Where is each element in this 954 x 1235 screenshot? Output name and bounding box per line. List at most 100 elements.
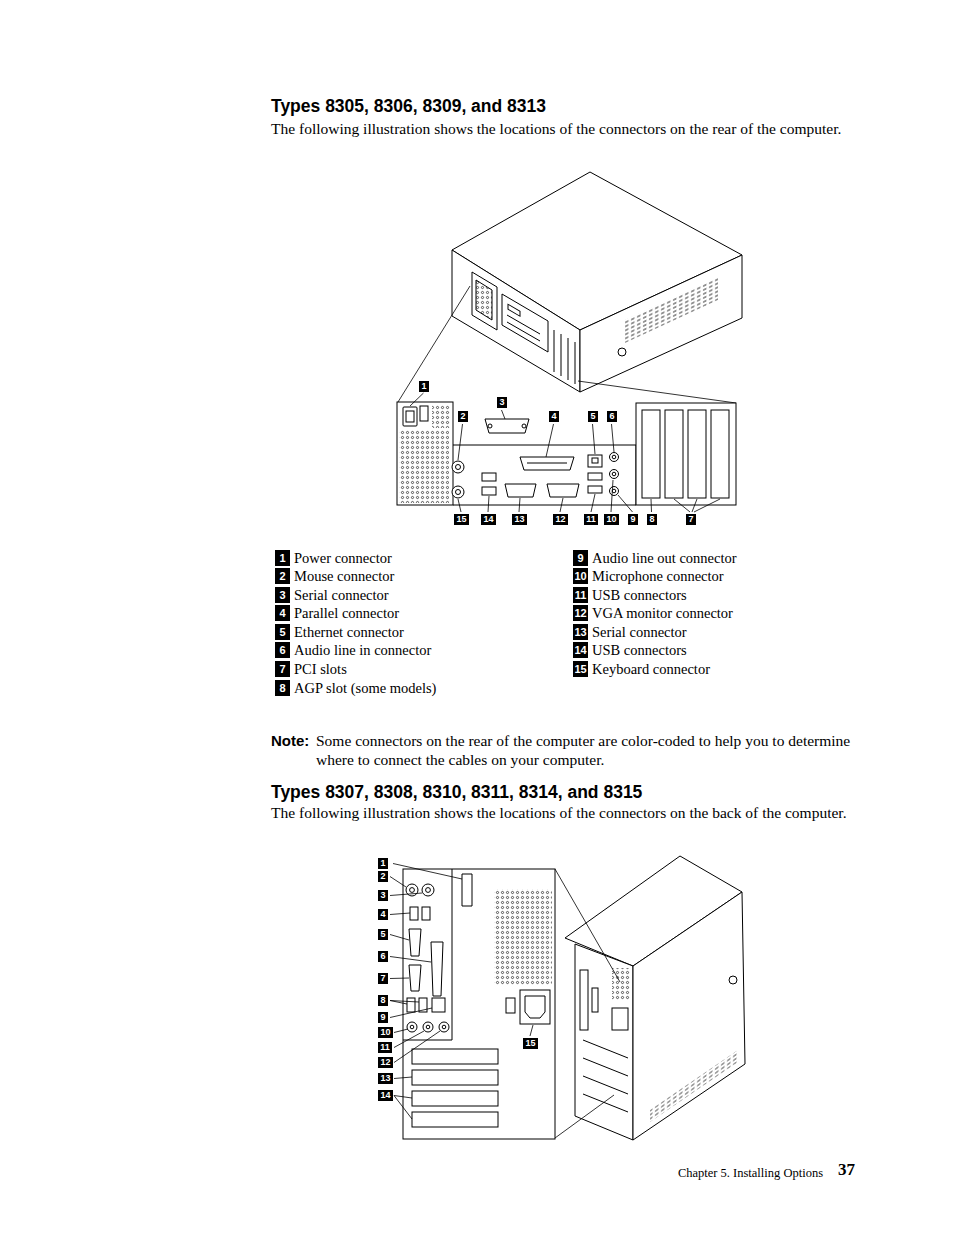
callout-number: 4	[378, 909, 388, 920]
legend-number: 11	[573, 587, 588, 603]
callout-number: 11	[584, 514, 598, 525]
legend-entry: 8AGP slot (some models)	[275, 679, 436, 697]
legend-entry: 5Ethernet connector	[275, 623, 404, 641]
callout-text: 15	[523, 1038, 537, 1049]
desktop-computer	[472, 272, 497, 330]
callout-number: 13	[378, 1073, 393, 1084]
desktop-computer	[452, 172, 742, 392]
tower-computer	[650, 1050, 738, 1122]
callout-number: 11	[378, 1042, 392, 1053]
callout-number: 7	[378, 973, 388, 984]
tower-computer	[583, 1094, 628, 1112]
rear-panel-detail	[410, 907, 418, 920]
legend-entry: 7PCI slots	[275, 660, 347, 678]
page-number: 37	[838, 1160, 868, 1180]
rear-panel-detail	[439, 1022, 449, 1032]
callout-number: 12	[378, 1057, 393, 1068]
rear-panel-detail	[456, 465, 461, 470]
desktop-computer	[618, 348, 626, 356]
rear-panel-detail	[522, 424, 526, 428]
rear-panel-detail	[488, 424, 492, 428]
legend-description: AGP slot (some models)	[294, 679, 436, 697]
callout-number: 8	[378, 995, 388, 1006]
callout-leader	[390, 1001, 419, 1003]
section-heading: Types 8305, 8306, 8309, and 8313	[271, 96, 871, 117]
rear-panel-detail	[525, 996, 545, 1018]
callout-leader	[390, 1008, 432, 1018]
callout-leader	[390, 957, 431, 963]
legend-entry: 12VGA monitor connector	[573, 604, 733, 622]
callout-number: 7	[686, 514, 696, 525]
rear-panel-detail	[505, 484, 536, 497]
desktop-computer	[502, 294, 548, 352]
rear-panel-detail	[432, 998, 445, 1012]
body-paragraph: The following illustration shows the loc…	[271, 803, 855, 822]
callout-leader	[410, 393, 424, 406]
legend-number: 6	[275, 642, 290, 658]
callout-leader	[546, 424, 554, 457]
callout-leader	[519, 498, 520, 512]
callout-text: 3	[497, 397, 506, 408]
rear-panel-detail	[442, 1025, 446, 1029]
legend-description: USB connectors	[592, 586, 687, 604]
callout-text: 3	[378, 890, 387, 901]
callout-text: 10	[604, 514, 618, 525]
callout-text: 2	[378, 871, 387, 882]
rear-panel-detail	[612, 455, 616, 459]
rear-panel-detail	[482, 487, 496, 495]
callout-leader	[390, 935, 409, 941]
callout-text: 6	[378, 951, 387, 962]
legend-number: 1	[275, 550, 290, 566]
tower-computer	[592, 988, 598, 1012]
callout-text: 12	[378, 1057, 392, 1068]
callout-text: 10	[378, 1027, 392, 1038]
tower-computer	[729, 976, 737, 984]
tower-computer	[583, 1040, 628, 1058]
legend-number: 5	[275, 624, 290, 640]
callout-number: 2	[378, 871, 388, 882]
callout-number: 1	[378, 858, 388, 869]
rear-panel-detail	[407, 998, 415, 1012]
callout-number: 13	[512, 514, 527, 525]
callout-leader	[390, 893, 422, 896]
rear-panel-detail	[452, 486, 464, 498]
legend-entry: 14USB connectors	[573, 641, 687, 659]
rear-panel-detail	[588, 473, 602, 480]
rear-panel-detail	[412, 1091, 498, 1106]
rear-panel-detail	[412, 1049, 498, 1064]
callout-text: 13	[512, 514, 526, 525]
zoom-leader	[398, 286, 470, 402]
callout-leader	[674, 499, 690, 512]
desktop-computer	[507, 322, 540, 341]
rear-panel-detail	[422, 884, 434, 896]
callout-leader	[618, 495, 633, 512]
zoom-leader	[398, 286, 736, 403]
callout-leader	[560, 498, 563, 512]
rear-panel-detail	[453, 445, 636, 505]
desktop-computer	[580, 255, 742, 392]
legend-description: Mouse connector	[294, 567, 394, 585]
callout-text: 1	[419, 381, 428, 392]
callout-leader	[612, 424, 615, 452]
callout-number: 8	[647, 514, 657, 525]
legend-description: Audio line out connector	[592, 549, 737, 567]
rear-panel-detail	[422, 907, 430, 920]
rear-panel-detail	[432, 405, 450, 428]
legend-entry: 2Mouse connector	[275, 567, 394, 585]
callout-leader	[390, 913, 410, 915]
legend-number: 10	[573, 568, 588, 584]
legend-number: 7	[275, 661, 290, 677]
legend-entry: 11USB connectors	[573, 586, 687, 604]
callout-text: 11	[584, 514, 598, 525]
callout-text: 8	[647, 514, 656, 525]
legend-description: Parallel connector	[294, 604, 399, 622]
tower-computer	[612, 1008, 628, 1030]
callout-number: 2	[458, 411, 468, 422]
rear-panel-detail	[407, 1022, 417, 1032]
page-footer: Chapter 5. Installing Options	[560, 1165, 823, 1181]
callout-leader	[394, 1031, 440, 1063]
callout-leader	[591, 494, 595, 512]
desktop-computer	[625, 277, 718, 343]
callout-text: 12	[553, 514, 567, 525]
